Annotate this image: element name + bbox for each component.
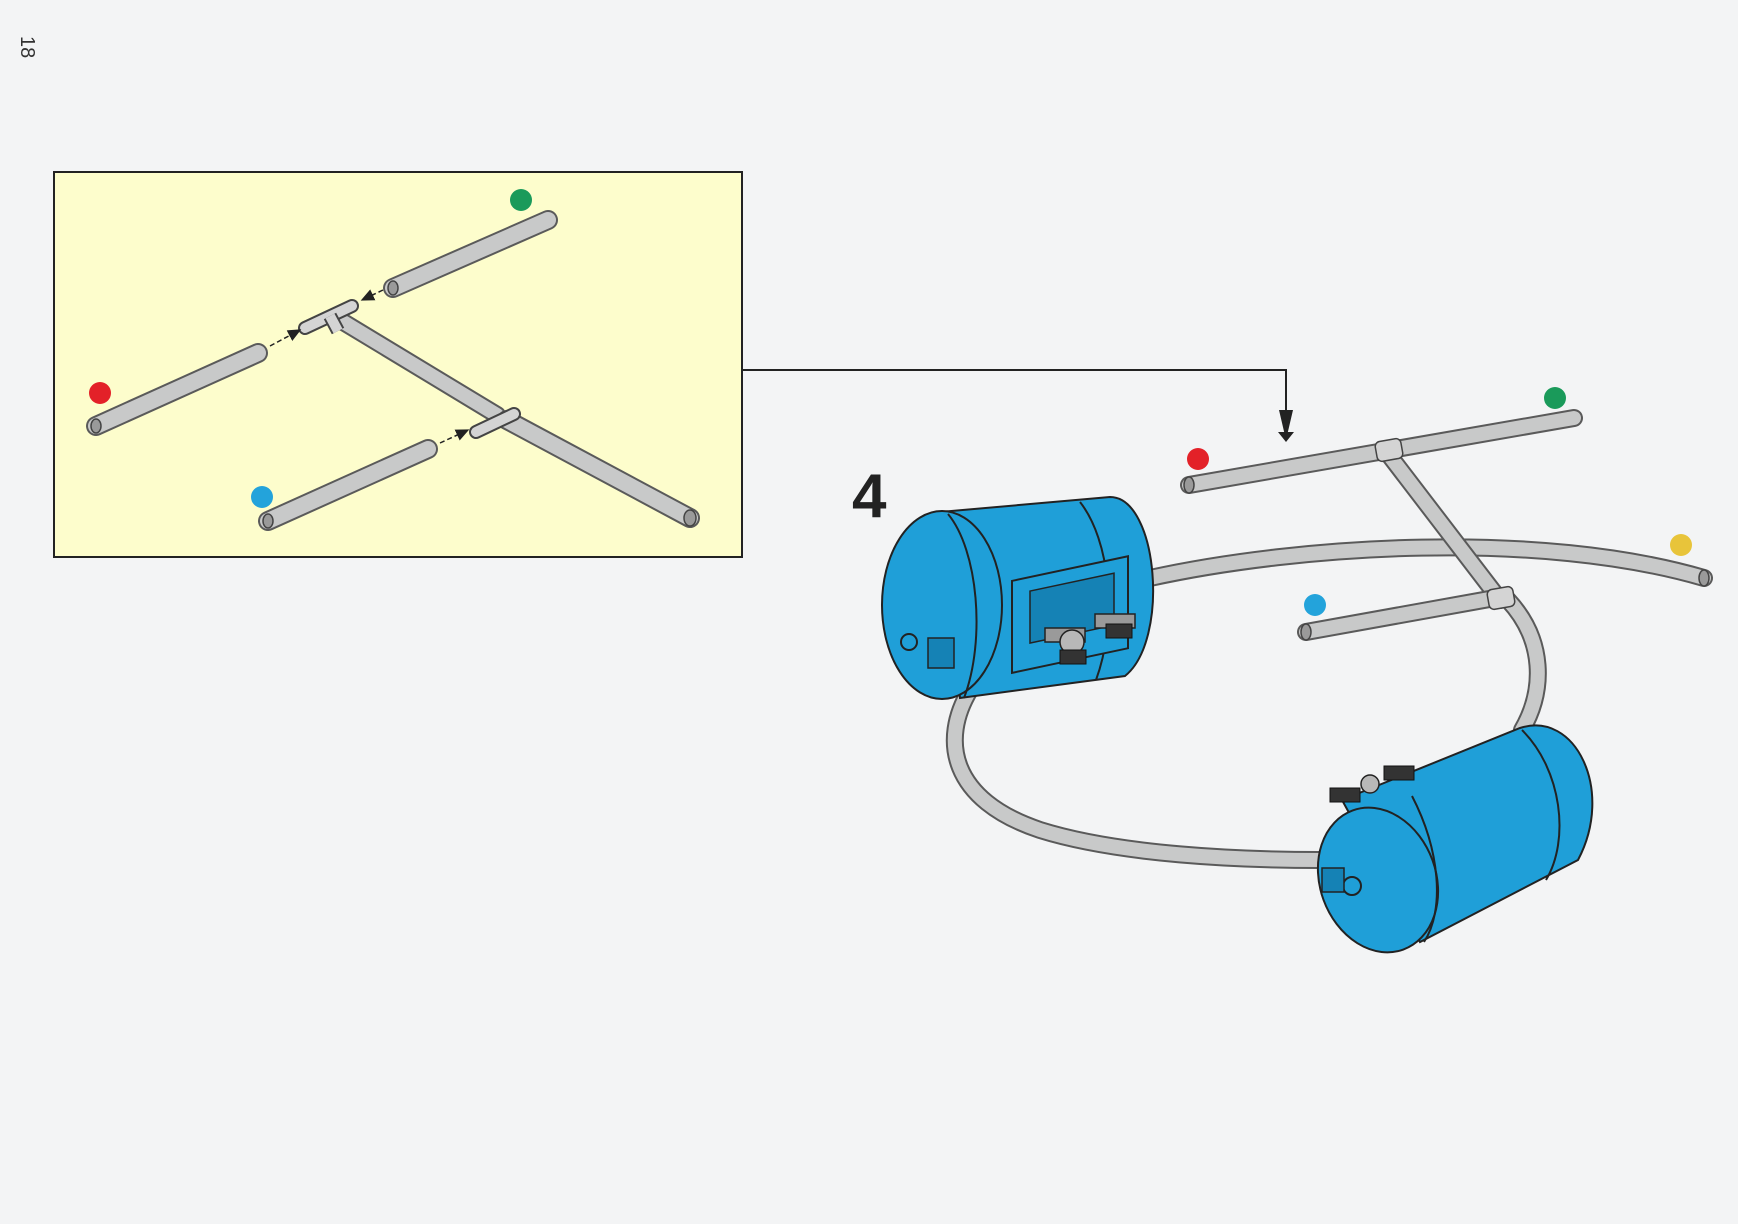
air-tank-lower [1316, 724, 1594, 954]
inset-arrow-blue [439, 429, 470, 444]
marker-yellow-icon [1670, 534, 1692, 556]
inset-tube-red [86, 343, 268, 436]
marker-red-icon [1187, 448, 1209, 470]
marker-green-icon [1544, 387, 1566, 409]
inset-t-connector-top [298, 299, 359, 335]
air-tank-upper [881, 495, 1155, 700]
inset-tube-branch [331, 311, 700, 528]
inset-callout [53, 171, 1294, 558]
step-number: 4 [852, 462, 887, 531]
inset-arrow-red [269, 329, 302, 347]
inset-t-connector-bottom [469, 407, 521, 439]
marker-blue-icon [1304, 594, 1326, 616]
tube-yellow [1141, 538, 1713, 587]
tube-blue [1297, 589, 1504, 641]
t-connector-bottom [1486, 585, 1516, 611]
t-connector-top [1374, 437, 1404, 463]
inset-tube-blue [258, 439, 438, 531]
inset-marker-green-icon [510, 189, 532, 211]
main-assembly [881, 387, 1713, 954]
inset-marker-red-icon [89, 382, 111, 404]
inset-marker-blue-icon [251, 486, 273, 508]
tube-branch-down [1380, 446, 1509, 609]
inset-tube-green [383, 210, 558, 298]
loop-tube [945, 591, 1547, 869]
callout-connector-line [742, 369, 1287, 440]
inset-arrow-green [360, 289, 384, 301]
